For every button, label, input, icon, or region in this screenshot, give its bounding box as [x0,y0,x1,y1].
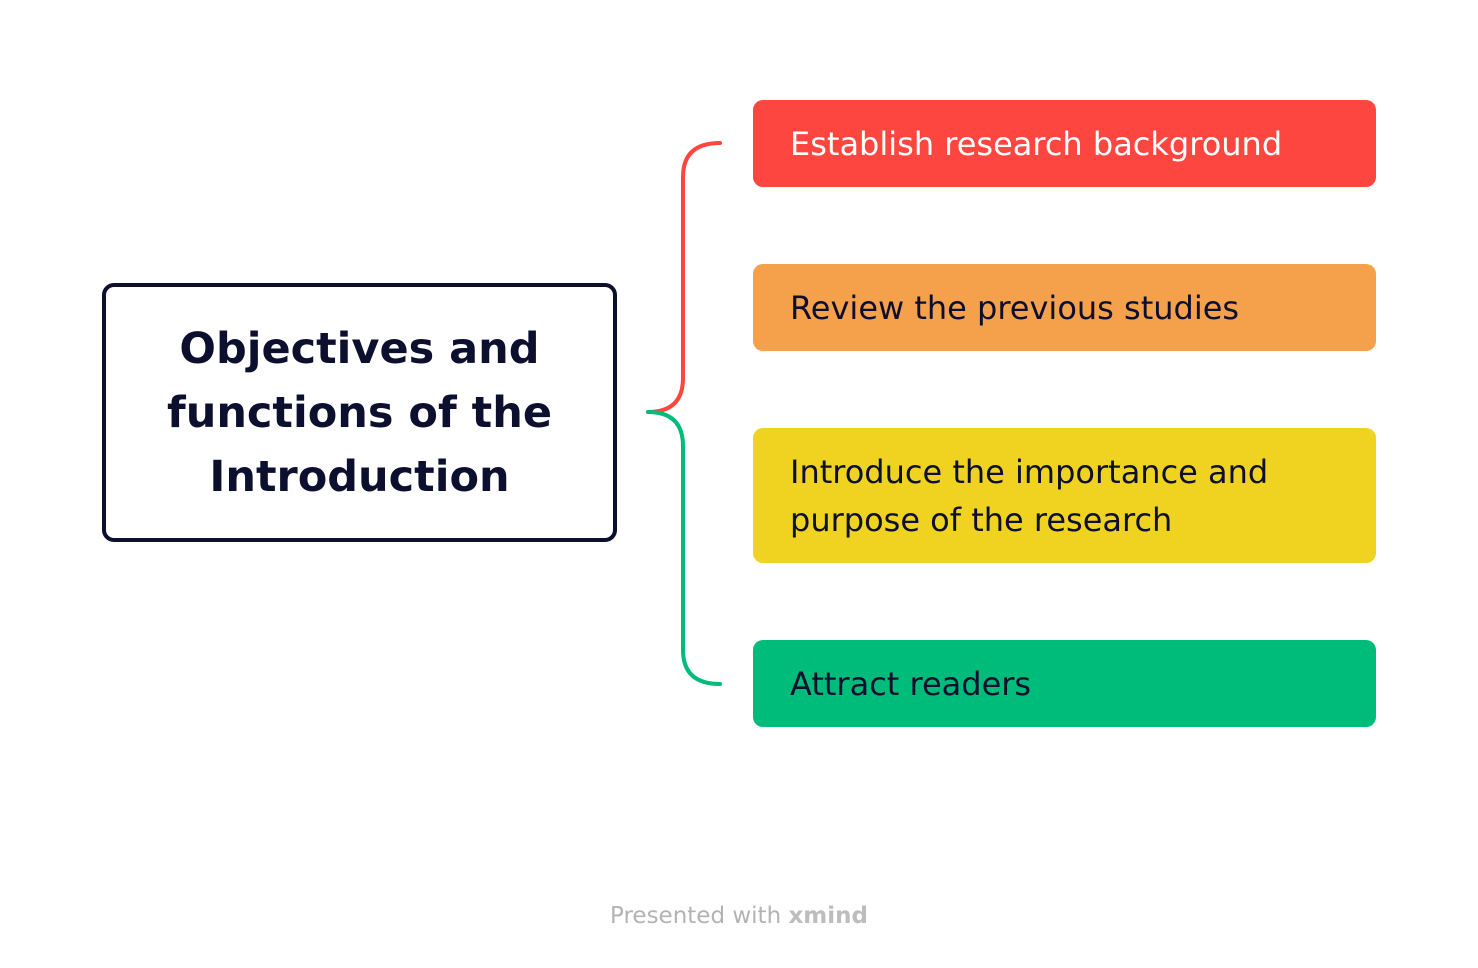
footer-prefix: Presented with [610,903,789,929]
subtopic-review-previous-studies[interactable]: Review the previous studies [753,264,1376,351]
subtopic-label: Review the previous studies [790,288,1240,327]
subtopic-attract-readers[interactable]: Attract readers [753,640,1376,727]
connector-upper-branch [646,141,722,414]
subtopic-importance-and-purpose[interactable]: Introduce the importance and purpose of … [753,428,1376,563]
subtopic-label: Attract readers [790,664,1032,703]
subtopic-label: Establish research background [790,124,1283,163]
footer-credit: Presented with xmind [0,903,1478,929]
central-topic-title: Objectives and functions of the Introduc… [167,323,552,502]
subtopic-label: Introduce the importance and purpose of … [790,452,1269,539]
central-topic[interactable]: Objectives and functions of the Introduc… [102,283,617,542]
footer-brand: xmind [788,903,868,929]
subtopic-establish-research-background[interactable]: Establish research background [753,100,1376,187]
connector-lower-branch [646,410,722,686]
